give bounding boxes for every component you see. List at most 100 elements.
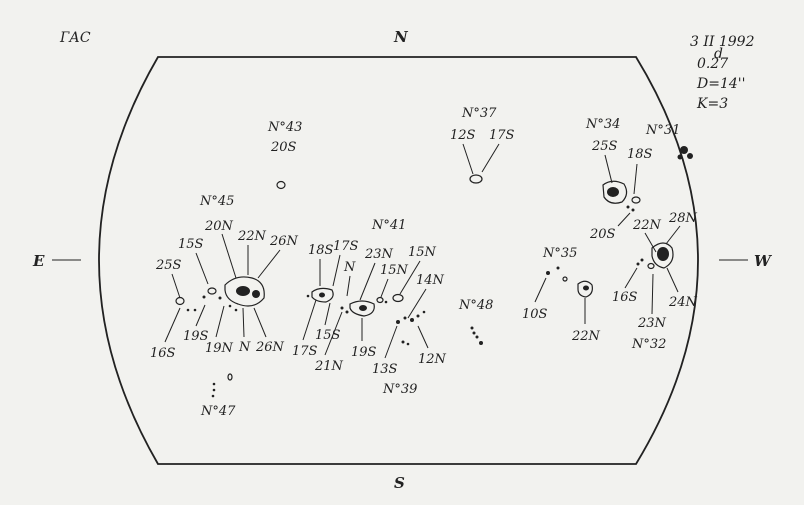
spot-label: 22N (632, 218, 662, 233)
pore (340, 306, 344, 310)
pore (406, 342, 410, 346)
spot-label: 25S (591, 139, 618, 154)
spot-label: 19N (205, 341, 234, 356)
spot-label: 22N (237, 229, 267, 244)
group-34: N°34 25S 18S 20S 22N 28N 16S 24N 23N (585, 117, 698, 331)
leader-line (534, 277, 547, 303)
spot-label: 24N (668, 295, 698, 310)
leader-line (242, 307, 245, 338)
sunspot-penumbra (224, 276, 265, 307)
leader-line (666, 267, 679, 293)
sunspot (469, 174, 483, 184)
spot-label: 10S (522, 307, 548, 322)
spot-label: 25S (155, 258, 182, 273)
spot-label: N (343, 260, 356, 275)
leader-line (617, 212, 631, 227)
spot-label: 23N (364, 247, 394, 262)
spot-label: 15S (315, 328, 341, 343)
pore (345, 310, 349, 314)
spot-label: 17S (292, 344, 318, 359)
pore (640, 258, 644, 262)
leader-line (346, 275, 351, 297)
sunspot-umbra (657, 247, 669, 261)
sunspot-umbra (359, 305, 367, 311)
spot-label: 17S (489, 128, 515, 143)
leader-line (257, 249, 281, 279)
leader-line (164, 307, 181, 343)
leader-line (481, 143, 500, 173)
group-number: N°34 (585, 117, 620, 132)
group-number: N°32 (631, 337, 666, 352)
group-39: N°39 13S 12N (372, 310, 447, 397)
group-41: N°41 18S 17S N 23N 15N 15N 14N 17S 15S 2… (292, 218, 445, 374)
spot-label: N (238, 340, 251, 355)
sunspot (677, 154, 683, 160)
spot-label: 28N (668, 211, 698, 226)
spot-label: 17S (333, 239, 359, 254)
sunspot (376, 296, 384, 304)
leader-line (253, 307, 267, 338)
sunspot (687, 153, 693, 159)
pore (306, 294, 310, 298)
leader-line (221, 233, 237, 279)
group-45: N°45 20N 22N 26N 15S 25S 16S 19S 19N N 2… (150, 194, 299, 361)
spot-label: 21N (314, 359, 344, 374)
sunspot (207, 287, 217, 295)
spot-label: 22N (571, 329, 601, 344)
north-label: N (393, 28, 409, 46)
spot-label: 20N (204, 219, 234, 234)
spot-label: 16S (150, 346, 176, 361)
observatory-label: ГАС (59, 30, 91, 46)
sunspot-penumbra (651, 242, 674, 269)
leader-line (624, 267, 638, 289)
sunspot-umbra (583, 285, 589, 291)
spot-label: 20S (270, 140, 297, 155)
pore (479, 341, 483, 345)
group-31: N°31 (645, 123, 693, 160)
leader-line (417, 325, 429, 349)
pore (556, 266, 560, 270)
pore (212, 388, 216, 392)
leader-line (399, 260, 421, 295)
south-label: S (394, 474, 405, 492)
pore (422, 310, 426, 314)
leader-line (195, 252, 209, 285)
west-label: W (754, 252, 773, 270)
time-label: 0.27 (697, 56, 728, 72)
pore (470, 326, 474, 330)
leader-line (384, 325, 398, 359)
sunspot (647, 262, 655, 270)
leader-line (302, 299, 317, 341)
sunspot (631, 196, 641, 204)
date-label: 3 II 1992 (690, 34, 755, 50)
leader-line (215, 305, 225, 338)
pore (403, 316, 407, 320)
diameter-label: D=14'' (696, 76, 745, 92)
solar-disk-outline (98, 56, 699, 465)
pore (211, 394, 215, 398)
pore (472, 331, 476, 335)
group-43: N°43 20S (267, 120, 302, 190)
group-number: N°43 (267, 120, 302, 135)
spot-label: 18S (308, 243, 334, 258)
group-35: N°35 10S 22N (522, 246, 601, 344)
leader-line (651, 273, 654, 315)
spot-label: 13S (372, 362, 398, 377)
pore (626, 205, 630, 209)
spot-label: 14N (416, 273, 445, 288)
spot-label: 15N (380, 263, 409, 278)
spot-label: 23N (637, 316, 667, 331)
pore (401, 340, 405, 344)
pore (202, 295, 206, 299)
leader-line (332, 254, 341, 287)
spot-label: 15N (408, 245, 437, 260)
pore (234, 308, 238, 312)
pore (416, 314, 420, 318)
spot-label: 19S (183, 329, 209, 344)
sunspot-penumbra (602, 180, 628, 204)
group-37: N°37 12S 17S (450, 106, 515, 184)
leader-line (195, 304, 206, 327)
sunspot-umbra (252, 290, 260, 298)
